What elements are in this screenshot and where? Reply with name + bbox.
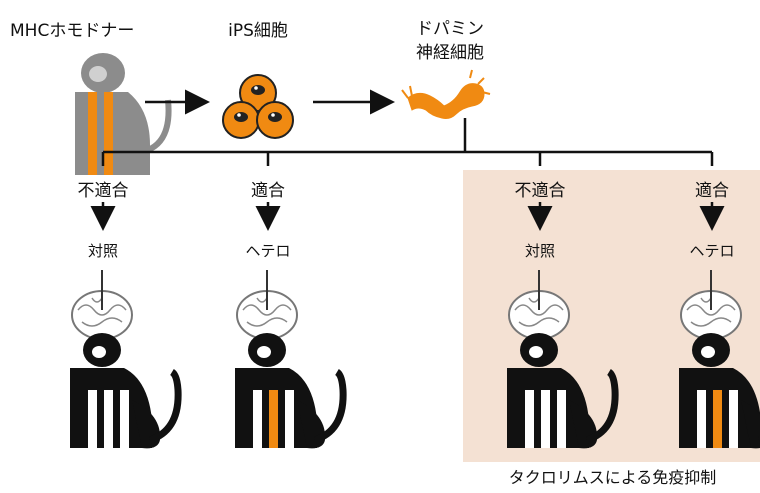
- group3-match-label: 不適合: [514, 181, 566, 201]
- ips-cells-icon: [222, 74, 294, 139]
- recipient-monkey-3: [507, 270, 615, 448]
- recipient-monkey-4: [679, 270, 760, 448]
- group1-result-label: 対照: [87, 242, 118, 260]
- immunosuppression-caption: タクロリムスによる免疫抑制: [508, 468, 717, 487]
- ips-label: iPS細胞: [228, 21, 288, 41]
- donor-monkey-icon: [75, 53, 172, 175]
- down-arrows: [90, 202, 725, 231]
- group2-match-label: 適合: [251, 181, 285, 201]
- recipient-monkey-1: [70, 270, 178, 448]
- group3-result-label: 対照: [524, 242, 555, 260]
- group4-result-label: ヘテロ: [689, 242, 735, 260]
- group2-result-label: ヘテロ: [245, 242, 291, 260]
- donor-label: MHCホモドナー: [10, 21, 135, 41]
- branch-connectors: [101, 118, 714, 166]
- recipient-monkey-2: [235, 270, 343, 448]
- dopamine-label-line1: ドパミン: [416, 19, 484, 39]
- dopamine-neuron-icon: [401, 69, 491, 119]
- dopamine-label-line2: 神経細胞: [416, 43, 484, 63]
- group4-match-label: 適合: [695, 181, 729, 201]
- group1-match-label: 不適合: [77, 181, 129, 201]
